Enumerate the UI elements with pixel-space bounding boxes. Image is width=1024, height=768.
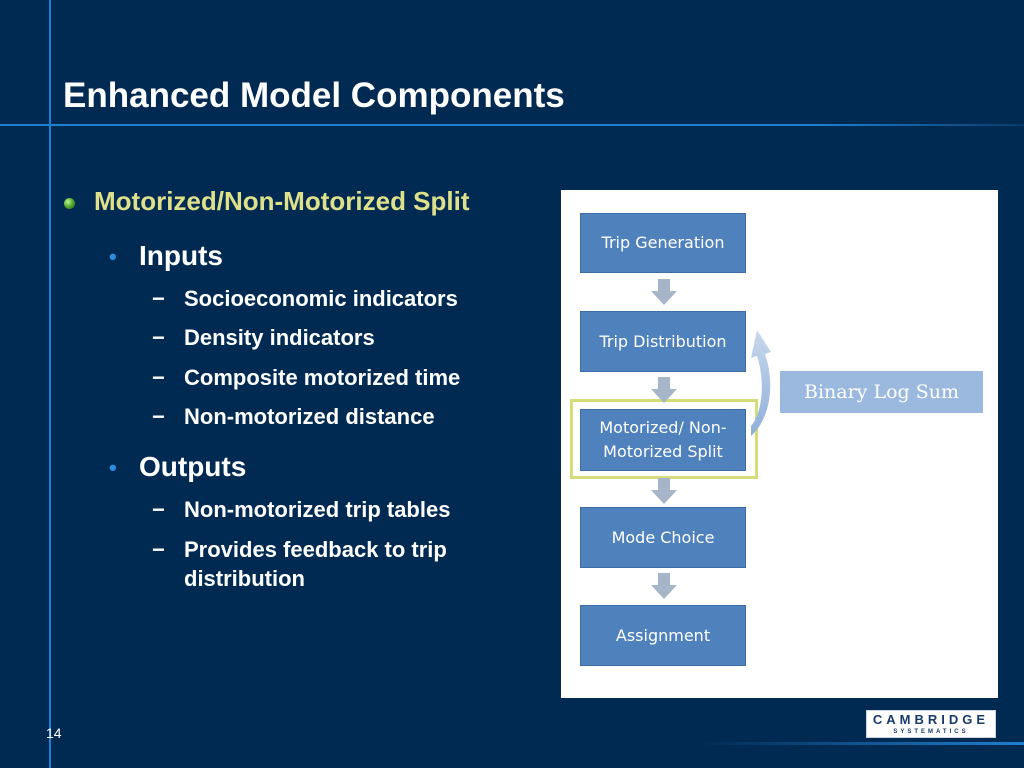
- dash-icon: −: [152, 537, 165, 562]
- down-arrow-icon: [651, 478, 677, 504]
- list-item: − Non-motorized trip tables: [152, 495, 451, 524]
- dash-icon: −: [152, 497, 165, 522]
- down-arrow-icon: [651, 279, 677, 305]
- bullet-dot-icon: •: [109, 455, 117, 480]
- vertical-accent-line: [49, 0, 51, 768]
- step-trip-generation: Trip Generation: [580, 213, 746, 273]
- input-item: Composite motorized time: [184, 365, 461, 390]
- outputs-heading: • Outputs: [109, 451, 247, 483]
- output-item: Non-motorized trip tables: [184, 497, 451, 522]
- list-item: − Socioeconomic indicators: [152, 284, 458, 313]
- step-mode-choice: Mode Choice: [580, 507, 746, 568]
- logo-name: CAMBRIDGE: [872, 712, 990, 727]
- bullet-ball-icon: [64, 198, 75, 209]
- binary-log-sum-box: Binary Log Sum: [780, 371, 983, 413]
- step-trip-distribution: Trip Distribution: [580, 311, 746, 372]
- dash-icon: −: [152, 286, 165, 311]
- section-heading: Motorized/Non-Motorized Split: [94, 186, 470, 216]
- input-item: Socioeconomic indicators: [184, 286, 458, 311]
- outputs-label: Outputs: [139, 451, 247, 482]
- bullet-dot-icon: •: [109, 244, 117, 269]
- dash-icon: −: [152, 325, 165, 350]
- bottom-accent-line: [700, 742, 1024, 745]
- slide-title: Enhanced Model Components: [63, 76, 565, 115]
- inputs-heading: • Inputs: [109, 240, 223, 272]
- feedback-curved-arrow-icon: [751, 330, 771, 436]
- input-item: Density indicators: [184, 325, 375, 350]
- down-arrow-icon: [651, 377, 677, 403]
- list-item: − Composite motorized time: [152, 363, 461, 392]
- dash-icon: −: [152, 404, 165, 429]
- down-arrow-icon: [651, 573, 677, 599]
- logo-subtitle: SYSTEMATICS: [893, 729, 969, 735]
- input-item: Non-motorized distance: [184, 404, 435, 429]
- step-motorized-split: Motorized/ Non-Motorized Split: [580, 409, 746, 471]
- highlight-frame: [570, 399, 758, 479]
- list-item: − Non-motorized distance: [152, 402, 435, 431]
- page-number: 14: [46, 725, 62, 741]
- step-assignment: Assignment: [580, 605, 746, 666]
- cambridge-systematics-logo: CAMBRIDGE SYSTEMATICS: [866, 710, 996, 738]
- horizontal-accent-line: [0, 124, 1024, 126]
- list-item: − Density indicators: [152, 323, 375, 352]
- inputs-label: Inputs: [139, 240, 223, 271]
- output-item: Provides feedback to trip distribution: [184, 537, 447, 591]
- dash-icon: −: [152, 365, 165, 390]
- list-item: − Provides feedback to trip distribution: [152, 535, 454, 593]
- flow-diagram: Trip Generation Trip Distribution Motori…: [561, 190, 998, 698]
